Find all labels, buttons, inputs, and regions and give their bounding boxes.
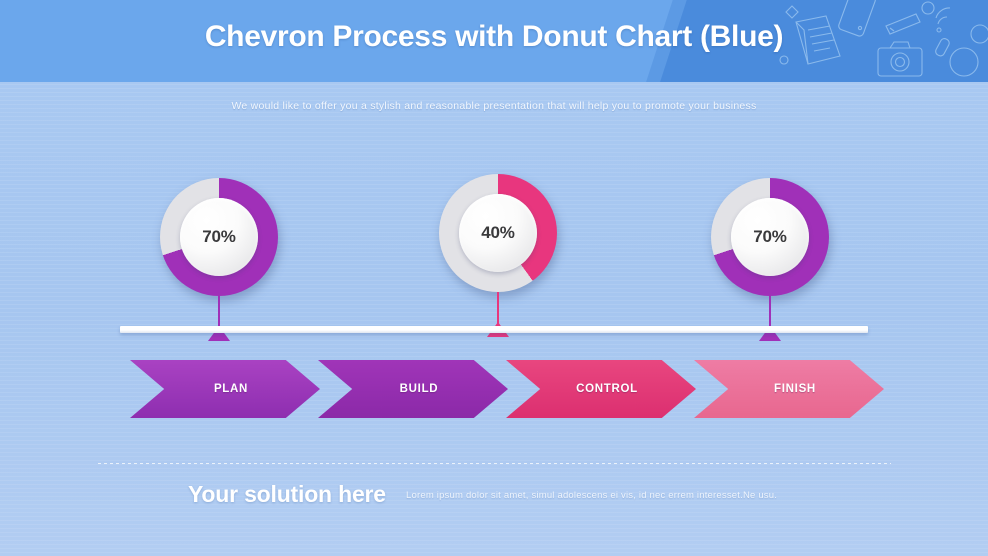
donut-ring[interactable]: 40% bbox=[439, 174, 557, 292]
donut-ring[interactable]: 70% bbox=[711, 178, 829, 296]
chevron-step-plan[interactable]: PLAN bbox=[130, 360, 320, 418]
donut-stem bbox=[218, 296, 220, 336]
slide-header: Chevron Process with Donut Chart (Blue) bbox=[0, 0, 988, 82]
smartphone-icon bbox=[838, 0, 876, 37]
donut-group: 70% bbox=[160, 178, 278, 353]
chevron-step-label: CONTROL bbox=[576, 383, 638, 395]
header-decorative-icons bbox=[779, 0, 988, 77]
chevron-step-control[interactable]: CONTROL bbox=[506, 360, 696, 418]
usb-icon bbox=[935, 38, 950, 57]
chevron-step-label: PLAN bbox=[213, 383, 249, 395]
chevron-step-label: BUILD bbox=[399, 383, 439, 395]
donut-stem bbox=[497, 292, 499, 332]
chevron-step-label: FINISH bbox=[774, 383, 816, 395]
page-title: Chevron Process with Donut Chart (Blue) bbox=[204, 20, 784, 53]
chevron-process-row: PLAN BUILD CONTROL FINISH bbox=[130, 360, 884, 418]
slide-subtitle: We would like to offer you a stylish and… bbox=[231, 100, 757, 112]
donut-value-label: 70% bbox=[753, 227, 787, 246]
diamond-icon bbox=[785, 5, 799, 19]
timeline-bar bbox=[120, 326, 868, 333]
donut-stem bbox=[769, 296, 771, 336]
donut-group: 70% bbox=[711, 178, 829, 353]
wifi-icon bbox=[935, 7, 951, 33]
donut-center: 40% bbox=[459, 194, 537, 272]
footer-divider bbox=[98, 463, 891, 464]
pen-icon bbox=[885, 13, 921, 35]
donut-value-label: 40% bbox=[481, 223, 515, 242]
chevron-step-build[interactable]: BUILD bbox=[318, 360, 508, 418]
footer-heading: Your solution here bbox=[188, 481, 386, 507]
footer-description: Lorem ipsum dolor sit amet, simul adoles… bbox=[406, 490, 778, 501]
chevron-step-finish[interactable]: FINISH bbox=[694, 360, 884, 418]
donut-center: 70% bbox=[731, 198, 809, 276]
document-icon bbox=[795, 15, 841, 65]
donut-ring[interactable]: 70% bbox=[160, 178, 278, 296]
donut-group: 40% bbox=[439, 174, 557, 349]
donut-value-label: 70% bbox=[202, 227, 236, 246]
circle-icon bbox=[779, 1, 988, 77]
donut-center: 70% bbox=[180, 198, 258, 276]
camera-icon bbox=[877, 41, 923, 77]
